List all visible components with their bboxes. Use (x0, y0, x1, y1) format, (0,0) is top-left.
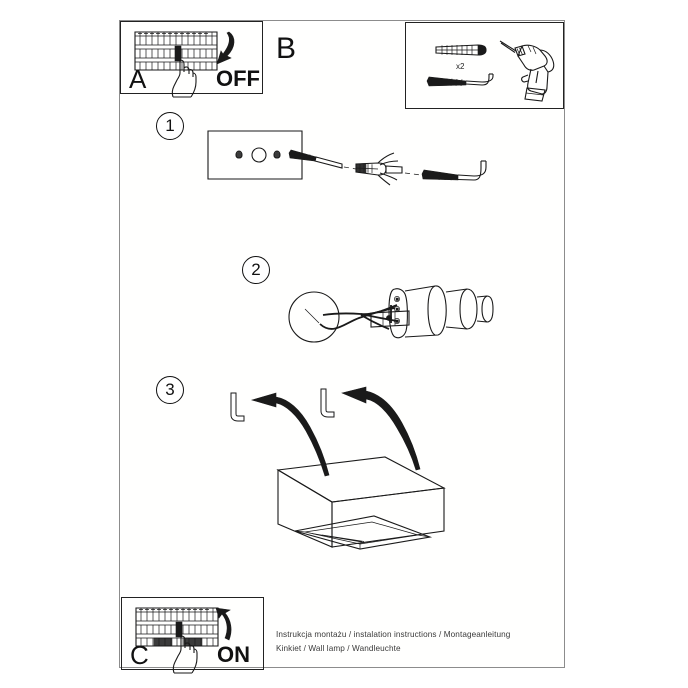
hook-screw-icon (230, 392, 245, 422)
step-2-number: 2 (242, 256, 270, 284)
instruction-line-2: Kinkiet / Wall lamp / Wandleuchte (276, 644, 401, 654)
curved-arrow-down-icon (209, 30, 239, 70)
step-2-illustration (283, 261, 513, 361)
hook-screw-icon (421, 160, 487, 181)
curved-arrow-up-icon (210, 604, 240, 646)
panel-a-power-off: A OFF (120, 21, 263, 98)
tools-quantity-label: x2 (456, 62, 465, 71)
wall-plug-icon (434, 42, 488, 58)
curved-arrow-icon (250, 392, 330, 477)
footer-instruction-text: Instrukcja montażu / instalation instruc… (276, 628, 510, 657)
hook-screw-icon (426, 73, 498, 99)
step-3-illustration (202, 371, 502, 621)
ceiling-rose-icon (288, 291, 340, 343)
cordless-drill-icon (498, 37, 562, 102)
curved-arrow-icon (341, 386, 421, 471)
circuit-breaker-panel-icon (131, 28, 223, 76)
instruction-line-1: Instrukcja montażu / instalation instruc… (276, 630, 511, 639)
wall-plug-icon (355, 152, 403, 186)
hook-screw-icon (320, 388, 335, 418)
instruction-sheet: A OFF B x2 (119, 20, 565, 674)
panel-tools: x2 (405, 22, 564, 109)
power-off-label: OFF (216, 66, 260, 91)
panel-b-letter: B (276, 32, 297, 65)
cube-lamp-body-icon (276, 456, 446, 550)
step-3-number: 3 (156, 376, 184, 404)
power-on-label: ON (217, 642, 250, 667)
wire-icon (319, 304, 398, 330)
panel-c-letter: C (130, 640, 150, 670)
circuit-breaker-panel-icon (132, 604, 224, 652)
panel-c-power-on: C ON (121, 597, 264, 674)
pointing-hand-icon (169, 58, 209, 98)
pointing-hand-icon (170, 634, 210, 674)
wall-junction-box-icon (207, 130, 303, 180)
step-1-illustration (206, 117, 506, 195)
drill-bit-icon (288, 149, 343, 169)
step-1-number: 1 (156, 112, 184, 140)
lamp-socket-icon (388, 285, 494, 339)
panel-a-letter: A (129, 64, 147, 94)
